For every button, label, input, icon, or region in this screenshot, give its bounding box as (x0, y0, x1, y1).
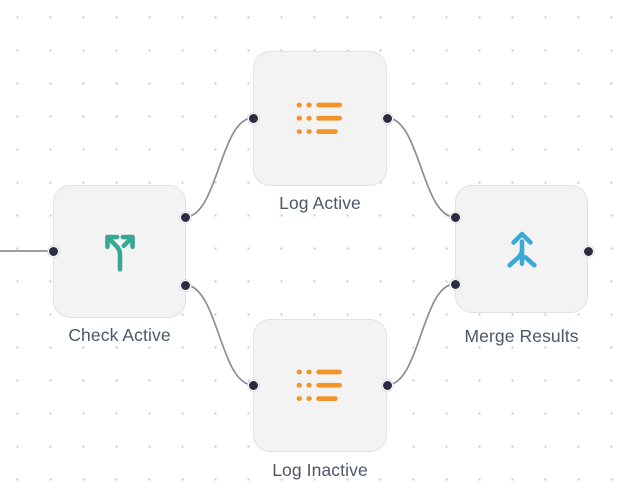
node-log-inactive[interactable] (253, 319, 387, 452)
edge-log-active-to-merge-results[interactable] (386, 117, 456, 218)
node-merge-results[interactable] (455, 185, 588, 313)
list-icon (296, 365, 344, 407)
port-check-active-output-bottom[interactable] (179, 279, 191, 291)
port-log-active-output[interactable] (381, 112, 393, 124)
edge-log-inactive-to-merge-results[interactable] (386, 283, 456, 386)
node-log-active[interactable] (253, 51, 387, 186)
label-check-active: Check Active (68, 325, 171, 345)
list-icon (296, 98, 344, 140)
port-check-active-input[interactable] (47, 245, 59, 257)
port-log-active-input[interactable] (247, 112, 259, 124)
node-check-active[interactable] (53, 185, 186, 318)
port-merge-results-input-top[interactable] (449, 211, 461, 223)
port-merge-results-input-bottom[interactable] (449, 278, 461, 290)
label-log-inactive: Log Inactive (272, 460, 368, 480)
split-branch-icon (94, 226, 146, 278)
port-log-inactive-input[interactable] (247, 379, 259, 391)
merge-arrow-icon (496, 223, 548, 275)
label-merge-results: Merge Results (464, 326, 579, 346)
port-check-active-output-top[interactable] (179, 211, 191, 223)
edge-check-active-to-log-active[interactable] (184, 117, 254, 218)
port-merge-results-output[interactable] (582, 245, 594, 257)
port-log-inactive-output[interactable] (381, 379, 393, 391)
edge-check-active-to-log-inactive[interactable] (184, 284, 254, 386)
label-log-active: Log Active (279, 193, 361, 213)
